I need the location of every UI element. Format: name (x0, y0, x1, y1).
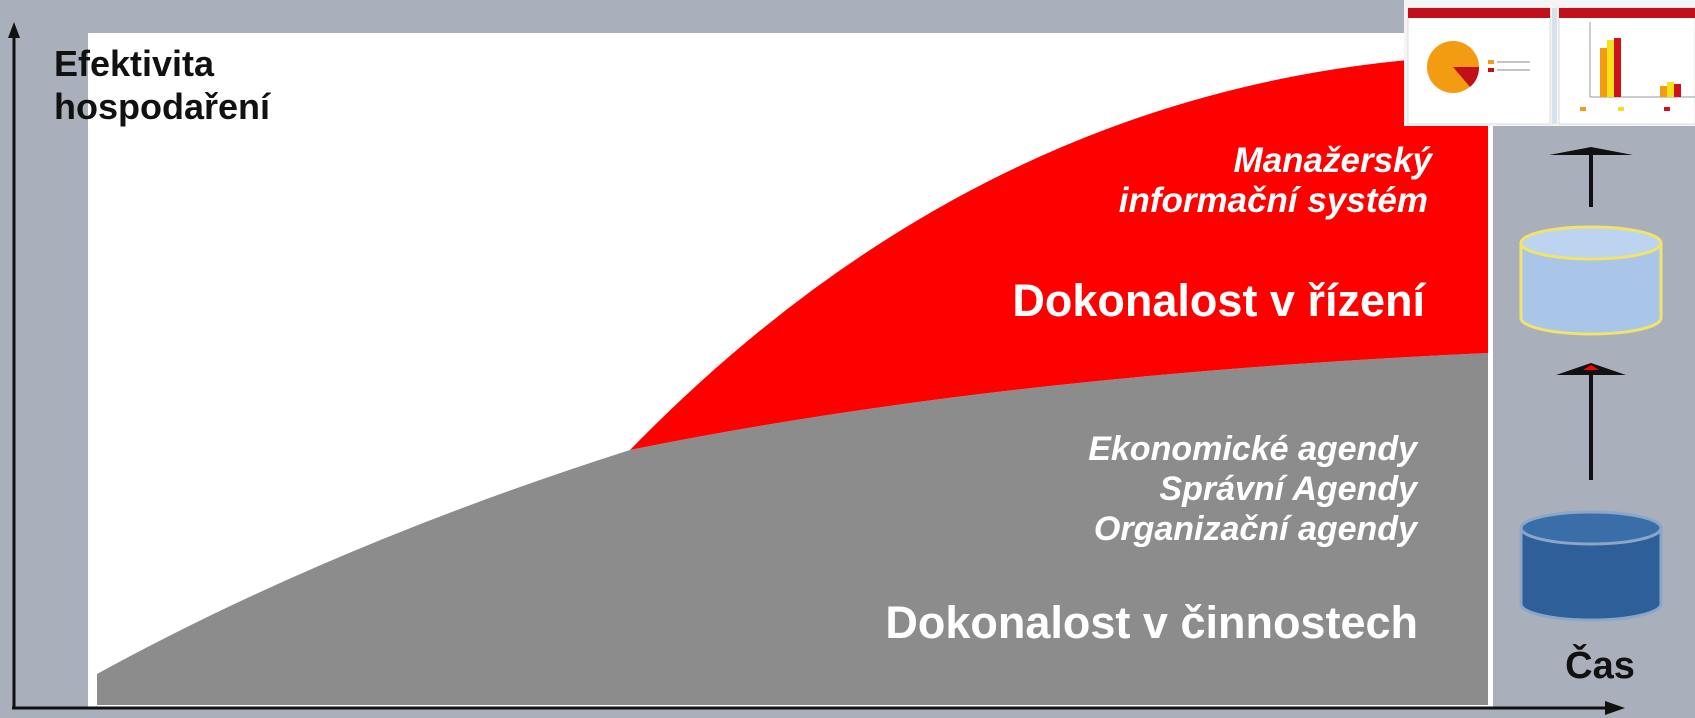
lower-layer-agenda-1: Ekonomické agendy (1088, 430, 1419, 468)
y-axis-arrow-icon (8, 22, 20, 38)
lower-layer-title: Dokonalost v činnostech (885, 597, 1418, 648)
lower-layer-agenda-3: Organizační agendy (1094, 510, 1419, 548)
upper-layer-area (630, 55, 1488, 450)
x-axis-arrow-icon (1605, 701, 1625, 715)
database-light-icon (1519, 225, 1663, 336)
bar-thumbnail-icon (1580, 22, 1695, 111)
up-arrow-icon-2 (1556, 363, 1626, 480)
up-arrow-icon (1549, 147, 1633, 207)
database-dark-icon (1519, 510, 1663, 622)
upper-layer-title: Dokonalost v řízení (1012, 275, 1426, 326)
y-axis-label-line2: hospodaření (54, 86, 271, 127)
lower-layer-agenda-2: Správní Agendy (1159, 470, 1419, 508)
lower-layer-area (97, 353, 1488, 705)
upper-layer-subtitle-line2: informační systém (1119, 181, 1428, 220)
x-axis-label: Čas (1565, 642, 1635, 687)
upper-layer-subtitle-line1: Manažerský (1234, 141, 1434, 180)
dashboard-thumbnail (1404, 0, 1695, 126)
y-axis-label-line1: Efektivita (54, 43, 215, 84)
